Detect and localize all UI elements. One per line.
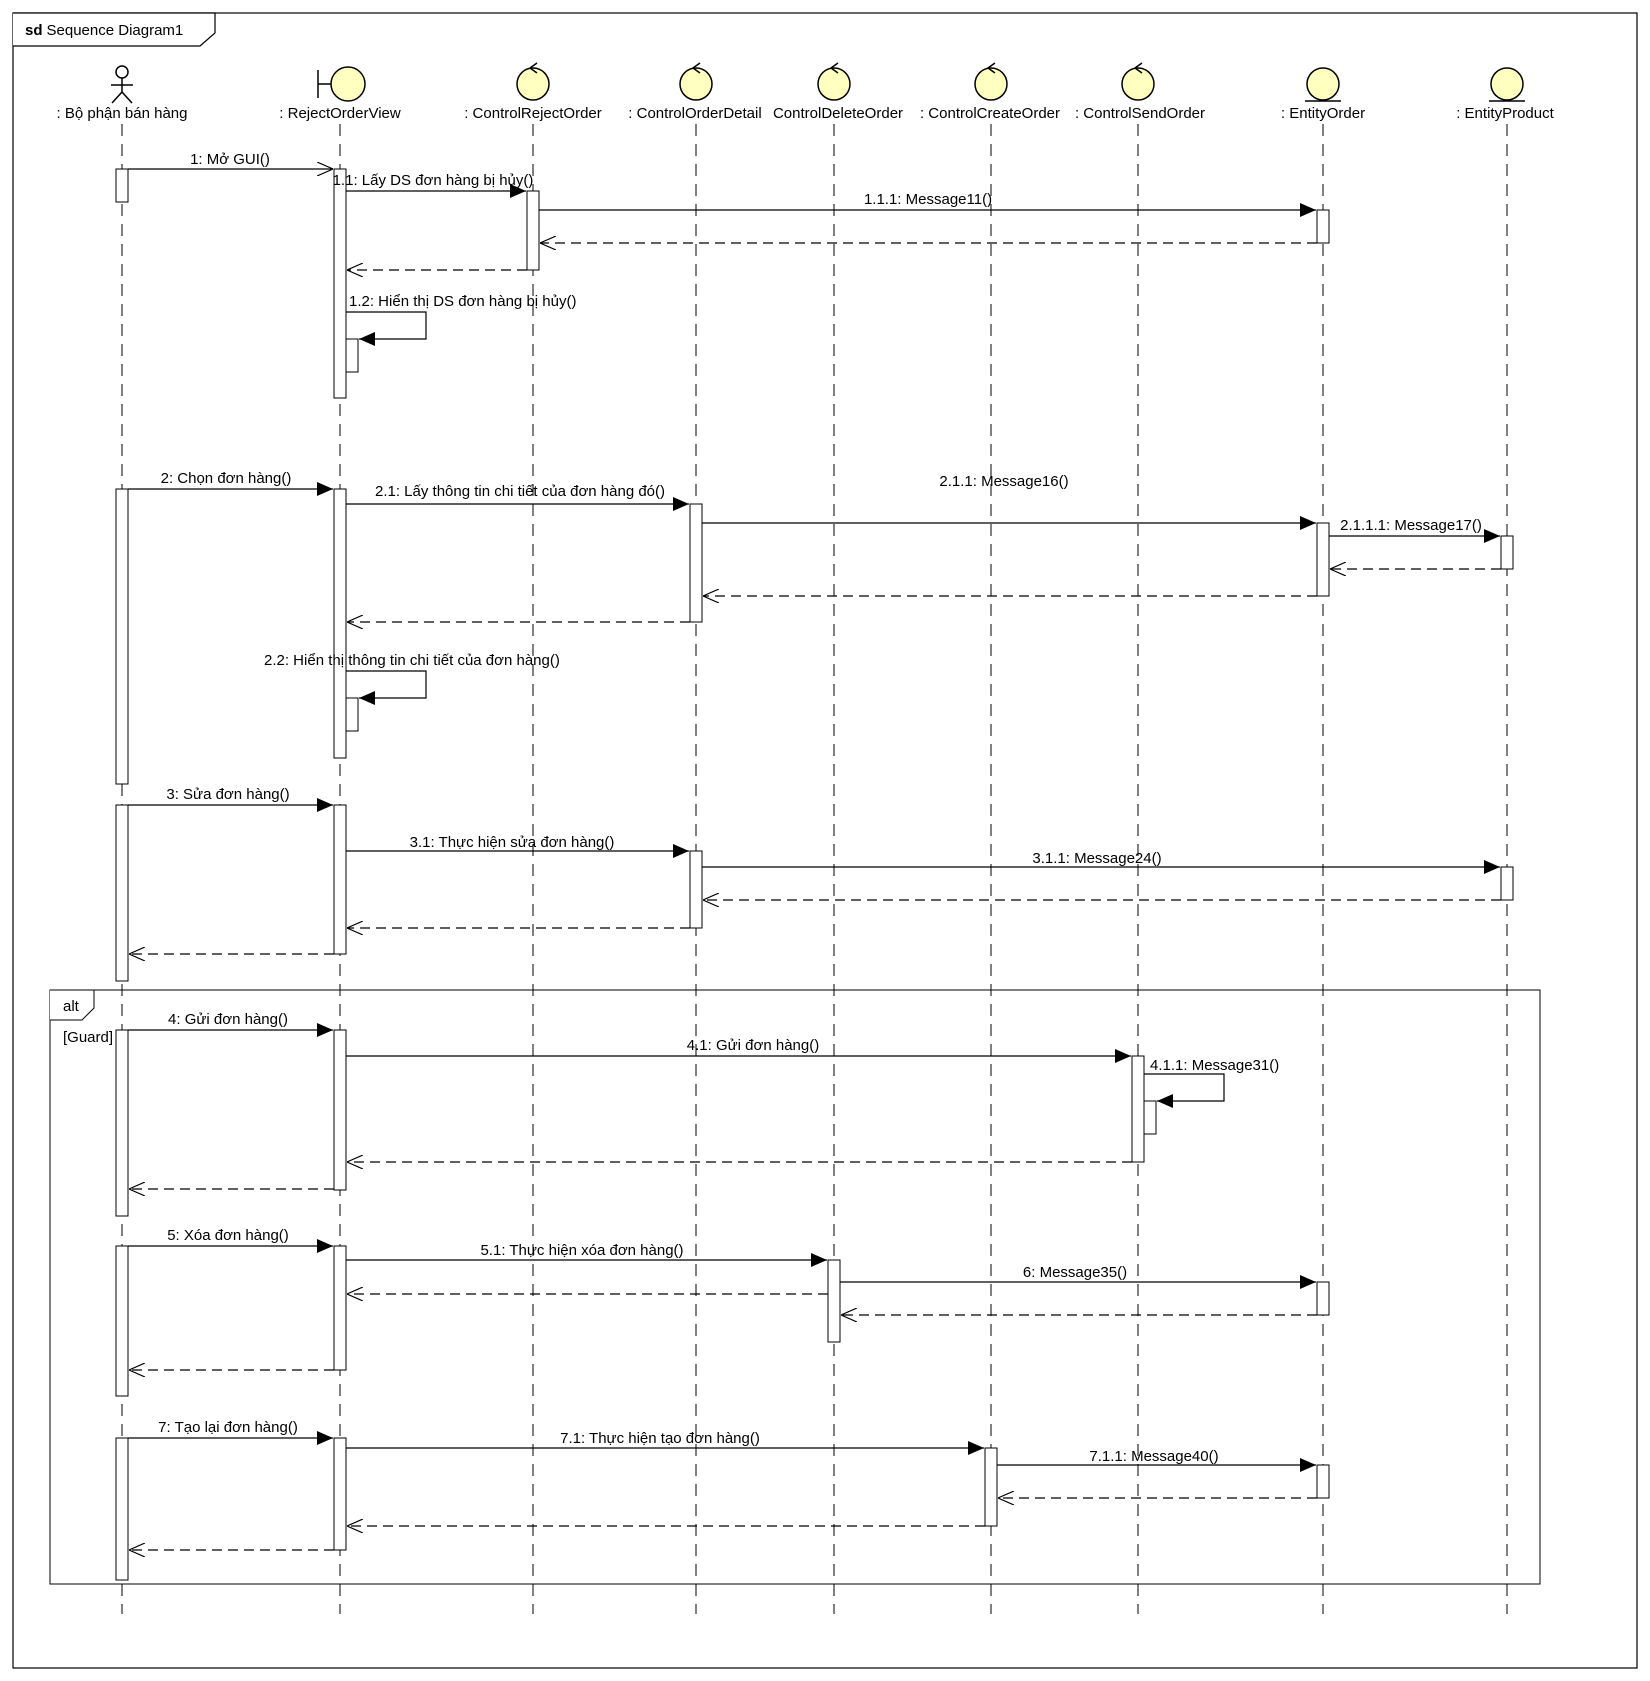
alt-fragment	[49, 989, 1541, 1585]
frame-keyword: sd	[25, 22, 43, 39]
lifeline-entity-order: : EntityOrder	[1281, 67, 1365, 1614]
activation-bar	[689, 503, 703, 623]
diagram-frame	[12, 12, 1638, 1669]
frame-tab	[13, 12, 216, 47]
lifeline-label-control-reject-order: : ControlRejectOrder	[464, 105, 602, 122]
activation-bar	[333, 168, 347, 399]
self-message-arrow	[1144, 1073, 1225, 1108]
self-message-arrow	[346, 311, 427, 346]
control-icon	[516, 62, 550, 101]
message-label: 1.1: Lấy DS đơn hàng bị hủy()	[333, 172, 534, 189]
activation-bar	[333, 1245, 347, 1371]
message-label: 3.1.1: Message24()	[1032, 850, 1161, 867]
activation-bar	[115, 1029, 129, 1217]
alt-fragment-tab	[50, 989, 95, 1021]
control-icon	[974, 62, 1008, 101]
activation-bar	[115, 1437, 129, 1581]
activation-bar	[1500, 535, 1514, 570]
self-message-arrow	[346, 670, 427, 705]
lifeline-label-entity-product: : EntityProduct	[1456, 105, 1554, 122]
alt-operator: alt	[63, 998, 80, 1015]
message-label: 1: Mở GUI()	[190, 151, 270, 168]
entity-icon	[1489, 67, 1525, 102]
activation-bar	[345, 697, 359, 732]
activation-bar	[1500, 866, 1514, 901]
activation-bar	[984, 1447, 998, 1527]
activation-bar	[1316, 522, 1330, 597]
lifeline-control-order-detail: : ControlOrderDetail	[628, 62, 762, 1614]
activation-bars	[115, 168, 1514, 1581]
activation-bar	[1143, 1100, 1157, 1135]
lifeline-control-create-order: : ControlCreateOrder	[920, 62, 1060, 1614]
alt-guard: [Guard]	[63, 1029, 113, 1046]
message-label: 5: Xóa đơn hàng()	[167, 1227, 289, 1244]
lifeline-label-entity-order: : EntityOrder	[1281, 105, 1365, 122]
lifeline-label-control-delete-order: ControlDeleteOrder	[773, 105, 903, 122]
message-label: 2.1: Lấy thông tin chi tiết của đơn hàng…	[375, 483, 665, 500]
message-label: 5.1: Thực hiện xóa đơn hàng()	[480, 1242, 683, 1259]
message-label: 7: Tạo lại đơn hàng()	[158, 1419, 298, 1436]
actor-icon	[111, 65, 133, 104]
activation-bar	[827, 1259, 841, 1343]
message-label: 1.2: Hiển thị DS đơn hàng bị hủy()	[349, 293, 576, 310]
activation-bar	[1131, 1055, 1145, 1163]
control-icon	[1121, 62, 1155, 101]
control-icon	[679, 62, 713, 101]
message-label: 2.1.1.1: Message17()	[1340, 517, 1482, 534]
lifeline-label-control-send-order: : ControlSendOrder	[1075, 105, 1205, 122]
lifeline-label-control-create-order: : ControlCreateOrder	[920, 105, 1060, 122]
message-label: 4: Gửi đơn hàng()	[168, 1011, 288, 1028]
activation-bar	[333, 804, 347, 955]
lifeline-label-control-order-detail: : ControlOrderDetail	[628, 105, 761, 122]
activation-bar	[1316, 1281, 1330, 1316]
activation-bar	[115, 488, 129, 785]
messages: 1: Mở GUI() 1.1: Lấy DS đơn hàng bị hủy(…	[128, 151, 1501, 1550]
message-label: 1.1.1: Message11()	[864, 191, 992, 208]
activation-bar	[689, 850, 703, 929]
message-label: 7.1: Thực hiện tạo đơn hàng()	[560, 1430, 760, 1447]
control-icon	[817, 62, 851, 101]
message-label: 7.1.1: Message40()	[1089, 1448, 1218, 1465]
entity-icon	[1305, 67, 1341, 102]
activation-bar	[115, 1245, 129, 1397]
activation-bar	[333, 1029, 347, 1191]
activation-bar	[333, 488, 347, 759]
activation-bar	[1316, 1464, 1330, 1499]
lifeline-control-delete-order: ControlDeleteOrder	[773, 62, 903, 1614]
message-label: 2.2: Hiển thị thông tin chi tiết của đơn…	[264, 652, 560, 669]
activation-bar	[526, 190, 540, 271]
boundary-icon	[317, 66, 366, 102]
activation-bar	[115, 804, 129, 982]
activation-bar	[333, 1437, 347, 1551]
message-label: 4.1.1: Message31()	[1150, 1057, 1279, 1074]
lifeline-control-send-order: : ControlSendOrder	[1075, 62, 1205, 1614]
message-label: 3: Sửa đơn hàng()	[166, 786, 289, 803]
activation-bar	[115, 168, 129, 203]
message-label: 4.1: Gửi đơn hàng()	[687, 1037, 819, 1054]
message-label: 6: Message35()	[1023, 1264, 1127, 1281]
message-label: 2: Chọn đơn hàng()	[161, 470, 292, 487]
message-label: 2.1.1: Message16()	[939, 473, 1068, 490]
lifeline-label-view: : RejectOrderView	[279, 105, 401, 122]
lifelines: : Bộ phận bán hàng : RejectOrderView : C…	[57, 62, 1555, 1614]
lifeline-control-reject-order: : ControlRejectOrder	[464, 62, 602, 1614]
message-label: 3.1: Thực hiện sửa đơn hàng()	[410, 834, 615, 851]
activation-bar	[345, 338, 359, 373]
activation-bar	[1316, 209, 1330, 244]
frame-name: Sequence Diagram1	[47, 22, 184, 39]
lifeline-label-actor: : Bộ phận bán hàng	[57, 105, 188, 122]
